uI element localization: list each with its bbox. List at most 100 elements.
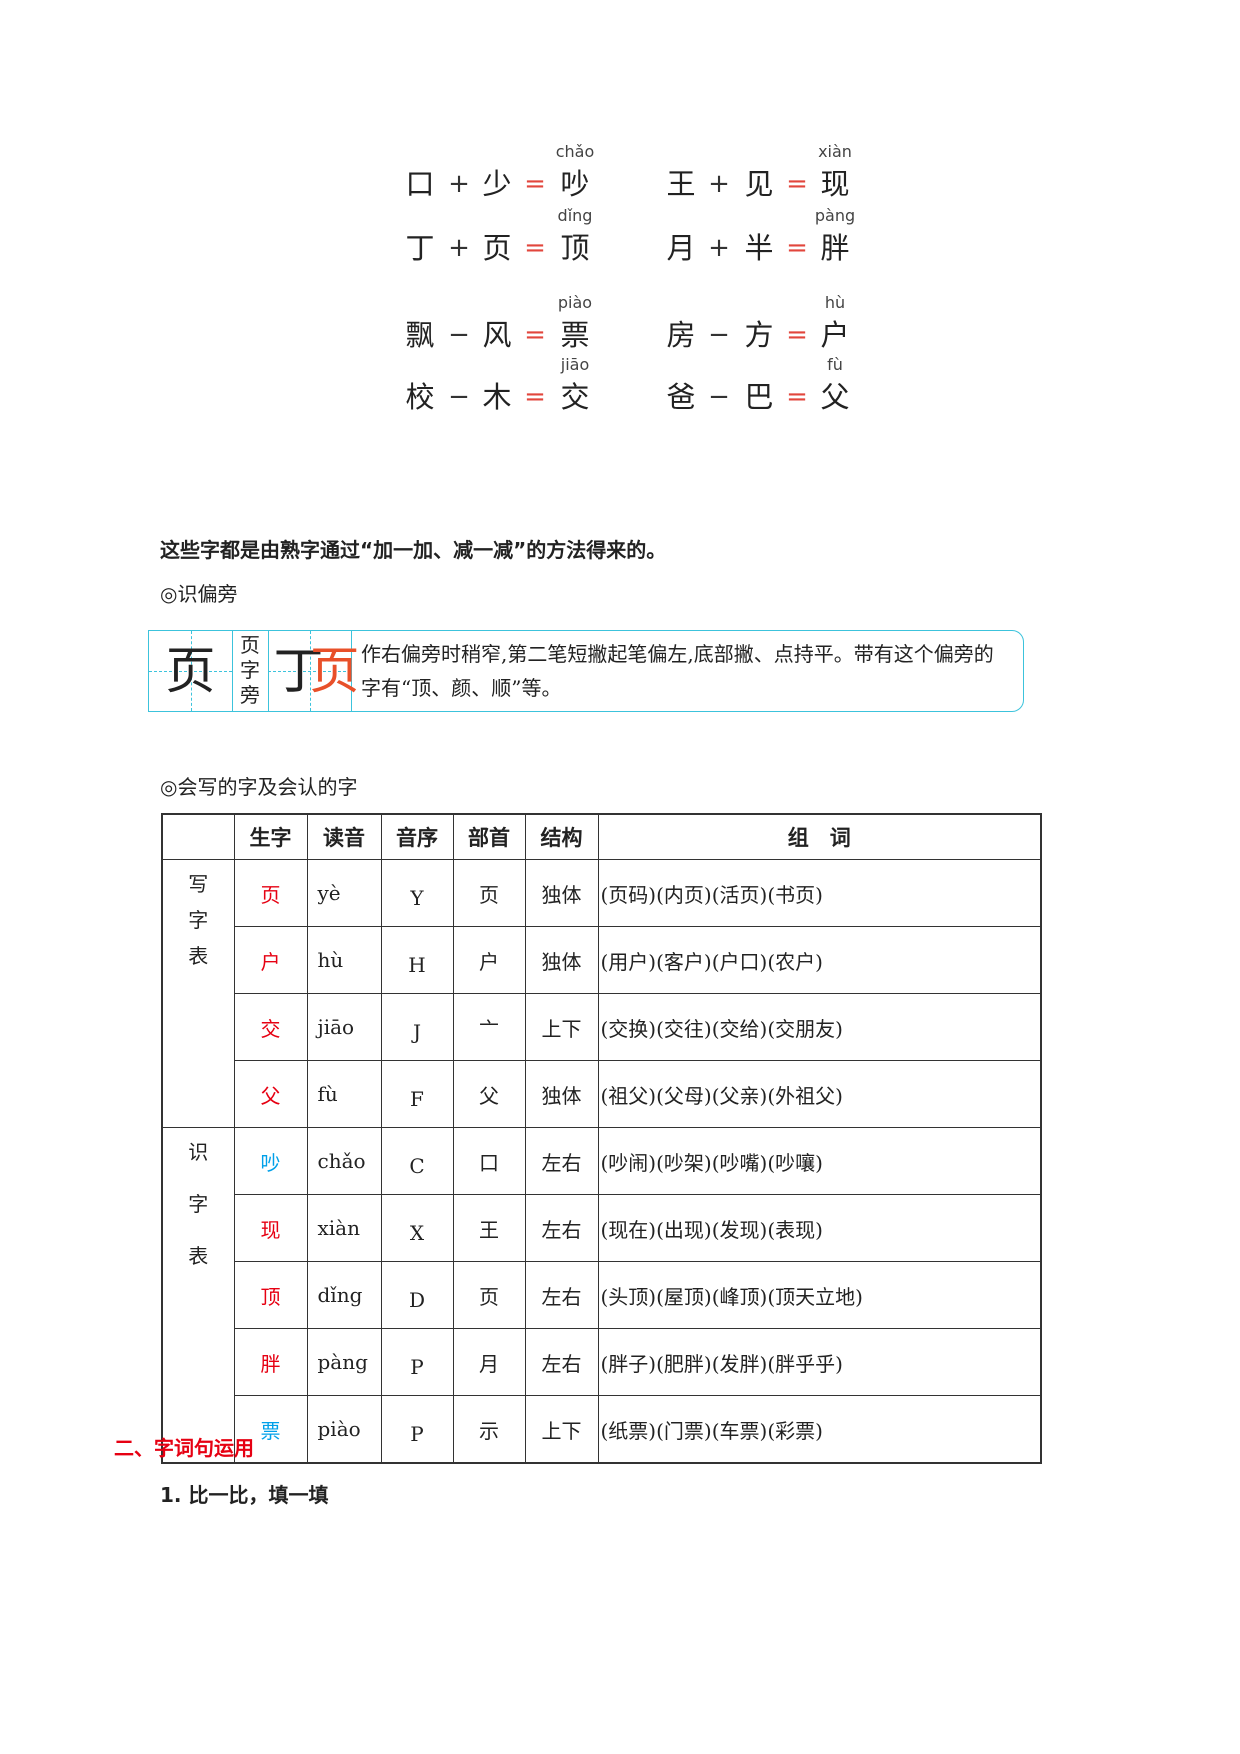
eq-operator: + bbox=[448, 233, 470, 263]
eq-pinyin: piào bbox=[557, 293, 593, 312]
eq-pinyin: pàng bbox=[814, 206, 856, 225]
radical-heading: ◎识偏旁 bbox=[160, 582, 238, 606]
cell-words: (祖父)(父母)(父亲)(外祖父) bbox=[597, 1060, 1042, 1128]
eq-operator: − bbox=[448, 320, 470, 350]
cell-pinyin: pàng bbox=[306, 1328, 382, 1396]
cell-pinyin: dǐng bbox=[306, 1261, 382, 1329]
cell-letter: Y bbox=[380, 859, 454, 927]
cell-pinyin: chǎo bbox=[306, 1127, 382, 1195]
eq-term-a: 校 bbox=[405, 380, 435, 414]
radical-label: 页 字 旁 bbox=[232, 631, 269, 711]
eq-pinyin: xiàn bbox=[818, 142, 852, 161]
cell-radical: 王 bbox=[452, 1194, 526, 1262]
eq-term-b: 木 bbox=[482, 380, 512, 414]
eq-result: 户 bbox=[820, 318, 850, 352]
eq-result: 顶 bbox=[560, 231, 590, 265]
group-label: 识字表 bbox=[161, 1127, 235, 1464]
eq-equals: = bbox=[524, 169, 546, 199]
eq-equals: = bbox=[786, 320, 808, 350]
eq-pinyin: jiāo bbox=[560, 355, 590, 374]
cell-radical: 页 bbox=[452, 859, 526, 927]
cell-pinyin: fù bbox=[306, 1060, 382, 1128]
cell-pinyin: piào bbox=[306, 1395, 382, 1464]
cell-words: (页码)(内页)(活页)(书页) bbox=[597, 859, 1042, 927]
eq-term-a: 口 bbox=[405, 167, 435, 201]
eq-pinyin: chǎo bbox=[555, 142, 595, 161]
eq-equals: = bbox=[786, 382, 808, 412]
eq-result: 胖 bbox=[820, 231, 850, 265]
group-label-char: 写 bbox=[188, 872, 209, 896]
cell-words: (纸票)(门票)(车票)(彩票) bbox=[597, 1395, 1042, 1464]
cell-pinyin: hù bbox=[306, 926, 382, 994]
cell-radical: 户 bbox=[452, 926, 526, 994]
eq-operator: − bbox=[708, 382, 730, 412]
eq-term-b: 巴 bbox=[744, 380, 774, 414]
cell-char: 交 bbox=[233, 993, 308, 1061]
radical-description: 作右偏旁时稍窄,第二笔短撇起笔偏左,底部撇、点持平。带有这个偏旁的字有“顶、颜、… bbox=[361, 642, 994, 700]
cell-pinyin: jiāo bbox=[306, 993, 382, 1061]
cell-structure: 左右 bbox=[524, 1127, 599, 1195]
cell-radical: 示 bbox=[452, 1395, 526, 1464]
cell-structure: 上下 bbox=[524, 993, 599, 1061]
cell-char: 现 bbox=[233, 1194, 308, 1262]
group-label-char: 表 bbox=[188, 944, 209, 968]
radical-label-1: 页 bbox=[240, 633, 260, 657]
eq-term-b: 半 bbox=[744, 231, 774, 265]
eq-term-a: 房 bbox=[666, 318, 696, 352]
cell-char: 吵 bbox=[233, 1127, 308, 1195]
section-title: 二、字词句运用 bbox=[114, 1436, 254, 1460]
group-label-char: 识 bbox=[188, 1140, 209, 1164]
table-header-row: 生字读音音序部首结构组 词 bbox=[161, 813, 1042, 860]
cell-structure: 左右 bbox=[524, 1328, 599, 1396]
eq-pinyin: hù bbox=[824, 293, 846, 312]
cell-structure: 左右 bbox=[524, 1261, 599, 1329]
example-right: 页 bbox=[309, 642, 360, 700]
table-header-cell: 音序 bbox=[380, 813, 454, 860]
cell-words: (胖子)(肥胖)(发胖)(胖乎乎) bbox=[597, 1328, 1042, 1396]
eq-equals: = bbox=[524, 320, 546, 350]
radical-label-2: 字 bbox=[240, 658, 260, 682]
cell-words: (用户)(客户)(户口)(农户) bbox=[597, 926, 1042, 994]
eq-term-a: 飘 bbox=[405, 318, 435, 352]
cell-structure: 独体 bbox=[524, 926, 599, 994]
group-label-char: 字 bbox=[188, 908, 209, 932]
table-header-cell bbox=[161, 813, 235, 860]
eq-operator: − bbox=[708, 320, 730, 350]
cell-radical: 月 bbox=[452, 1328, 526, 1396]
radical-label-3: 旁 bbox=[240, 683, 260, 707]
cell-letter: D bbox=[380, 1261, 454, 1329]
cell-structure: 左右 bbox=[524, 1194, 599, 1262]
eq-term-b: 方 bbox=[744, 318, 774, 352]
table-header-cell: 读音 bbox=[306, 813, 382, 860]
cell-radical: 亠 bbox=[452, 993, 526, 1061]
cell-letter: P bbox=[380, 1395, 454, 1464]
eq-result: 票 bbox=[560, 318, 590, 352]
cell-words: (吵闹)(吵架)(吵嘴)(吵嚷) bbox=[597, 1127, 1042, 1195]
eq-term-a: 月 bbox=[666, 231, 696, 265]
cell-char: 顶 bbox=[233, 1261, 308, 1329]
eq-result: 交 bbox=[560, 380, 590, 414]
eq-equals: = bbox=[524, 382, 546, 412]
cell-char: 户 bbox=[233, 926, 308, 994]
eq-operator: + bbox=[448, 169, 470, 199]
eq-term-b: 风 bbox=[482, 318, 512, 352]
example-left: 丁 bbox=[273, 642, 324, 700]
cell-char: 父 bbox=[233, 1060, 308, 1128]
cell-structure: 独体 bbox=[524, 859, 599, 927]
cell-pinyin: yè bbox=[306, 859, 382, 927]
eq-result: 现 bbox=[820, 167, 850, 201]
cell-letter: C bbox=[380, 1127, 454, 1195]
eq-operator: − bbox=[448, 382, 470, 412]
eq-term-a: 王 bbox=[666, 167, 696, 201]
group-label: 写字表 bbox=[161, 859, 235, 1128]
cell-letter: F bbox=[380, 1060, 454, 1128]
eq-term-a: 丁 bbox=[405, 231, 435, 265]
cell-char: 胖 bbox=[233, 1328, 308, 1396]
cell-words: (现在)(出现)(发现)(表现) bbox=[597, 1194, 1042, 1262]
